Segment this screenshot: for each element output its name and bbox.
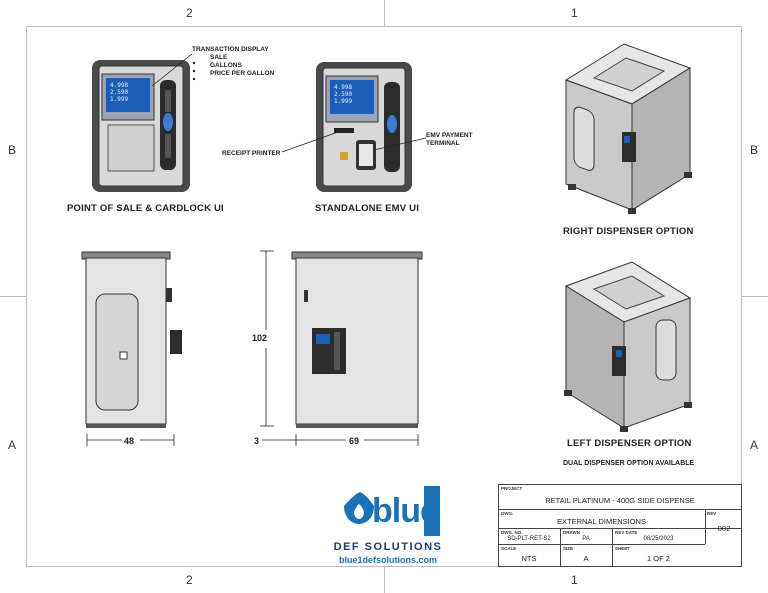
emv-display-gallons: 2.590 xyxy=(334,91,353,98)
tb-col-divider-2 xyxy=(612,528,613,567)
front-width-dim-line xyxy=(262,434,419,446)
callout-item-sale: SALE xyxy=(210,54,228,61)
sheet-label: SHEET xyxy=(615,546,631,551)
zone-label-top-2: 2 xyxy=(186,6,193,20)
emv-callout-line1: EMV PAYMENT xyxy=(426,132,473,139)
tb-col-divider-1 xyxy=(560,528,561,567)
logo-wordmark: blue xyxy=(372,492,439,530)
pos-ui-panel-drawing xyxy=(92,60,190,192)
tb-row-divider-2 xyxy=(498,528,742,529)
rev-label: REV xyxy=(707,511,717,516)
emv-terminal-callout: EMV PAYMENT TERMINAL xyxy=(426,132,473,148)
scale-label: SCALE xyxy=(501,546,517,551)
pos-display-readout: 4.998 2.590 1.999 xyxy=(110,82,128,103)
brand-logo-drawing xyxy=(344,486,440,536)
side-width-value: 48 xyxy=(124,436,135,446)
tb-rev-divider xyxy=(705,509,706,544)
zone-label-top-1: 1 xyxy=(571,6,578,20)
emv-display-sale: 4.998 xyxy=(334,84,353,91)
zone-tick-left xyxy=(0,296,26,297)
callout-item-gallons: GALLONS xyxy=(210,62,242,69)
zone-label-left-a: A xyxy=(8,438,17,452)
drawn-value: PA xyxy=(582,536,590,542)
callout-title: TRANSACTION DISPLAY xyxy=(192,46,269,53)
zone-label-right-b: B xyxy=(750,143,759,157)
left-dispenser-iso-drawing xyxy=(564,261,692,432)
rev-date-label: REV DATE xyxy=(615,530,638,535)
tb-row-divider-3 xyxy=(498,544,705,545)
zone-label-left-b: B xyxy=(8,143,17,157)
zone-tick-right xyxy=(742,296,768,297)
right-dispenser-caption: RIGHT DISPENSER OPTION xyxy=(563,226,694,237)
drawn-label: DRAWN xyxy=(563,530,580,535)
height-value: 102 xyxy=(252,333,268,343)
zone-tick-bottom xyxy=(384,567,385,593)
receipt-printer-callout: RECEIPT PRINTER xyxy=(222,150,281,157)
pos-ui-caption: POINT OF SALE & CARDLOCK UI xyxy=(67,203,224,214)
emv-callout-leader xyxy=(373,137,427,151)
dual-dispenser-note: DUAL DISPENSER OPTION AVAILABLE xyxy=(563,460,695,467)
logo-url[interactable]: blue1defsolutions.com xyxy=(338,555,437,565)
side-width-dim-line xyxy=(86,434,175,446)
callout-item-ppg: PRICE PER GALLON xyxy=(210,70,275,77)
zone-label-bottom-1: 1 xyxy=(571,573,578,587)
pos-display-ppg: 1.999 xyxy=(110,96,129,103)
sheet-value: 1 OF 2 xyxy=(647,554,670,563)
dwg-no-label: DWG. NO. xyxy=(501,530,523,535)
logo-digit: 1 xyxy=(426,486,427,487)
receipt-callout-leader xyxy=(281,131,339,153)
pos-display-gallons: 2.590 xyxy=(110,89,129,96)
front-elevation-drawing xyxy=(291,251,423,428)
tb-row-divider-1 xyxy=(498,509,742,510)
left-dispenser-caption: LEFT DISPENSER OPTION xyxy=(567,438,692,449)
dwg-no-value: SD-PLT-RET-S2 xyxy=(507,536,551,542)
zone-label-right-a: A xyxy=(750,438,759,452)
zone-tick-top xyxy=(384,0,385,26)
right-dispenser-iso-drawing xyxy=(564,43,692,214)
transaction-callout-leader xyxy=(151,53,196,87)
emv-callout-line2: TERMINAL xyxy=(426,140,460,147)
front-width-value: 69 xyxy=(349,436,360,446)
zone-label-bottom-2: 2 xyxy=(186,573,193,587)
rev-date-value: 08/25/2023 xyxy=(643,536,674,542)
drawing-border xyxy=(26,26,742,567)
logo-tagline: DEF SOLUTIONS xyxy=(333,541,443,553)
project-label: PROJECT xyxy=(501,486,523,491)
rev-value: 002 xyxy=(717,524,731,533)
project-value: RETAIL PLATINUM - 400G SIDE DISPENSE xyxy=(545,496,695,505)
emv-display-ppg: 1.999 xyxy=(334,98,353,105)
dwg-value: EXTERNAL DIMENSIONS xyxy=(557,517,646,526)
size-label: SIZE xyxy=(563,546,574,551)
emv-ui-caption: STANDALONE EMV UI xyxy=(315,203,420,214)
front-offset-value: 3 xyxy=(254,436,260,446)
title-block xyxy=(498,484,742,567)
side-elevation-drawing xyxy=(81,251,182,428)
size-value: A xyxy=(583,554,589,563)
emv-ui-panel-drawing xyxy=(316,62,412,192)
height-dim-line xyxy=(260,250,274,427)
dwg-label: DWG. xyxy=(501,511,514,516)
scale-value: NTS xyxy=(521,554,537,563)
pos-display-sale: 4.998 xyxy=(110,82,129,89)
emv-display-readout: 4.998 2.590 1.999 xyxy=(334,84,352,105)
transaction-display-callout: TRANSACTION DISPLAY SALE GALLONS PRICE P… xyxy=(192,46,274,78)
